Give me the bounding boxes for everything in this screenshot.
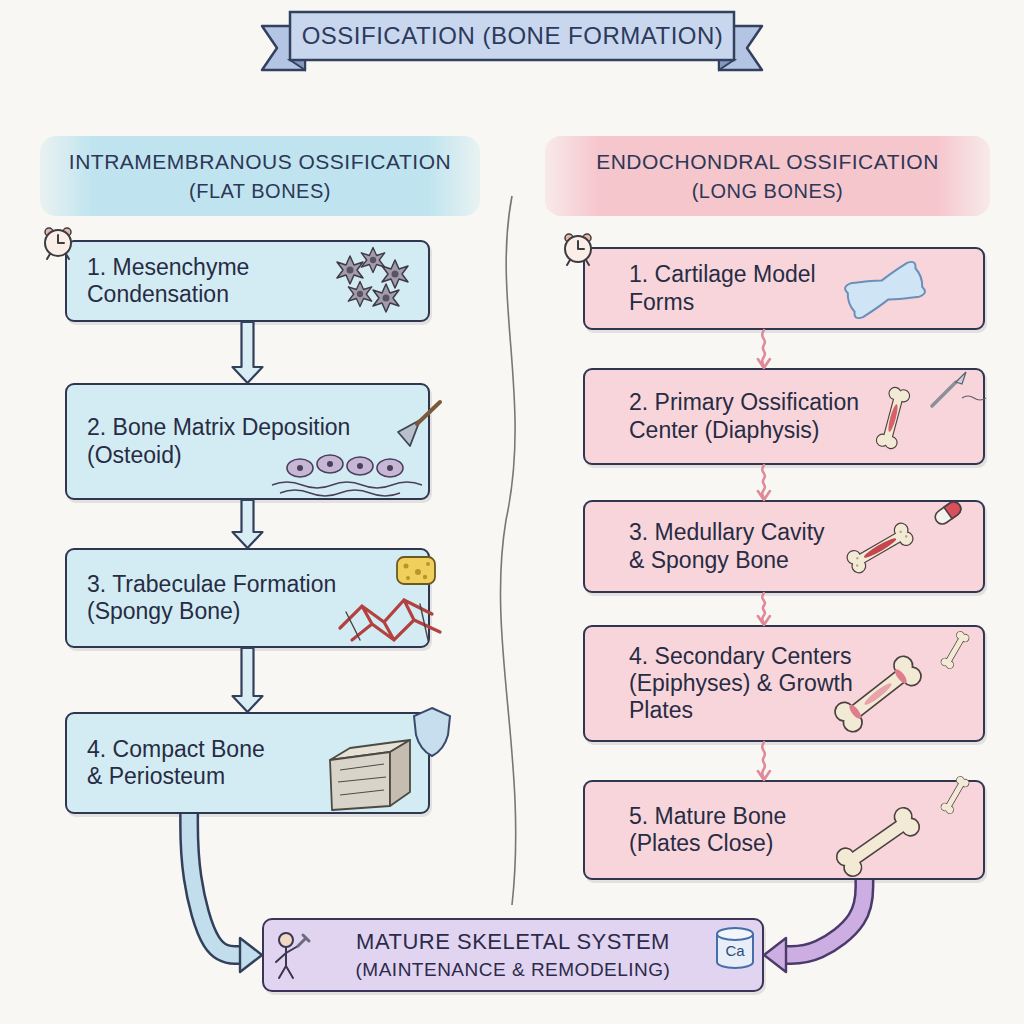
medullary-bone [845, 522, 914, 575]
arrow-head [758, 616, 770, 625]
connector [758, 330, 770, 368]
squiggle-arrow-line [762, 465, 765, 498]
worker-icon [276, 933, 309, 978]
process-step: 5. Mature Bone (Plates Close) [583, 780, 985, 880]
mature-bone [834, 805, 921, 878]
trowel-icon [398, 402, 440, 446]
clock-icon [45, 228, 71, 259]
squiggle-arrow-line [762, 593, 765, 623]
squiggle-arrow-line [762, 330, 765, 366]
mesenchyme-cells [337, 247, 408, 312]
curved-arrow-outline [189, 814, 240, 955]
column-header: ENDOCHONDRAL OSSIFICATION(LONG BONES) [545, 136, 990, 216]
step-text: 5. Mature Bone (Plates Close) [629, 803, 819, 857]
shield-icon [414, 708, 450, 756]
small-bone-icon [940, 630, 970, 669]
curved-arrow-outline [786, 880, 864, 955]
arrow-head [758, 771, 770, 780]
arrow-head [240, 938, 262, 972]
process-step: 4. Secondary Centers (Epiphyses) & Growt… [583, 625, 985, 742]
ribbon-fold [290, 60, 305, 70]
header-subtext: (LONG BONES) [692, 177, 844, 205]
step-text: 1. Mesenchyme Condensation [87, 254, 287, 308]
process-step: 3. Medullary Cavity & Spongy Bone [583, 500, 985, 593]
connector [233, 648, 263, 712]
scalpel-icon [932, 372, 986, 406]
title-ribbon [290, 12, 734, 60]
step-text: 3. Medullary Cavity & Spongy Bone [629, 519, 829, 573]
cartilage-model-icon [843, 260, 927, 320]
connector [189, 814, 262, 972]
header-text: ENDOCHONDRAL OSSIFICATION [596, 147, 939, 176]
arrow-head [758, 359, 770, 368]
connector [758, 465, 770, 500]
connector [233, 500, 263, 548]
primary-center-bone [876, 387, 910, 450]
step-text: 4. Secondary Centers (Epiphyses) & Growt… [629, 643, 854, 724]
step-text: 2. Bone Matrix Deposition (Osteoid) [87, 414, 377, 468]
step-text: 3. Trabeculae Formation (Spongy Bone) [87, 571, 377, 625]
header-subtext: (FLAT BONES) [189, 177, 331, 205]
hollow-arrow [233, 500, 263, 548]
small-bone-icon [940, 775, 970, 814]
step-text: 1. Cartilage Model Forms [629, 261, 839, 315]
compact-bone-block [330, 740, 410, 810]
ribbon-tail [262, 26, 305, 70]
connector [233, 322, 263, 383]
process-step: 2. Bone Matrix Deposition (Osteoid) [65, 383, 430, 500]
connector [764, 880, 864, 972]
column-header: INTRAMEMBRANOUS OSSIFICATION(FLAT BONES) [40, 136, 480, 216]
process-step: 3. Trabeculae Formation (Spongy Bone) [65, 548, 430, 648]
sponge-icon [397, 557, 435, 584]
icon-label: Ca [717, 940, 753, 960]
trabeculae-network [340, 600, 440, 640]
outcome-text: MATURE SKELETAL SYSTEM [356, 927, 670, 957]
outcome-subtext: (MAINTENANCE & REMODELING) [356, 957, 671, 983]
column-divider [500, 196, 515, 905]
header-text: INTRAMEMBRANOUS OSSIFICATION [69, 147, 451, 176]
hollow-arrow [233, 648, 263, 712]
process-step: 1. Cartilage Model Forms [583, 247, 985, 330]
growth-plate-bone [832, 654, 923, 735]
ribbon-tail [719, 26, 762, 70]
process-step: 2. Primary Ossification Center (Diaphysi… [583, 368, 985, 465]
ribbon-fold [719, 60, 734, 70]
pill-icon [933, 499, 964, 527]
arrow-head [758, 491, 770, 500]
calcium-cylinder [717, 928, 753, 968]
clock-icon [565, 234, 591, 265]
curved-arrow-body [786, 880, 864, 955]
curved-arrow-body [189, 814, 240, 955]
title-text: OSSIFICATION (BONE FORMATION) [300, 14, 725, 58]
step-text: 4. Compact Bone & Periosteum [87, 736, 267, 790]
process-step: 4. Compact Bone & Periosteum [65, 712, 430, 814]
arrow-head [764, 938, 786, 972]
osteoblast-row [272, 455, 422, 496]
step-text: 2. Primary Ossification Center (Diaphysi… [629, 389, 889, 443]
connector [758, 742, 770, 780]
outcome-box: MATURE SKELETAL SYSTEM(MAINTENANCE & REM… [262, 918, 764, 992]
process-step: 1. Mesenchyme Condensation [65, 240, 430, 322]
squiggle-arrow-line [762, 742, 765, 778]
connector [758, 593, 770, 625]
hollow-arrow [233, 322, 263, 383]
